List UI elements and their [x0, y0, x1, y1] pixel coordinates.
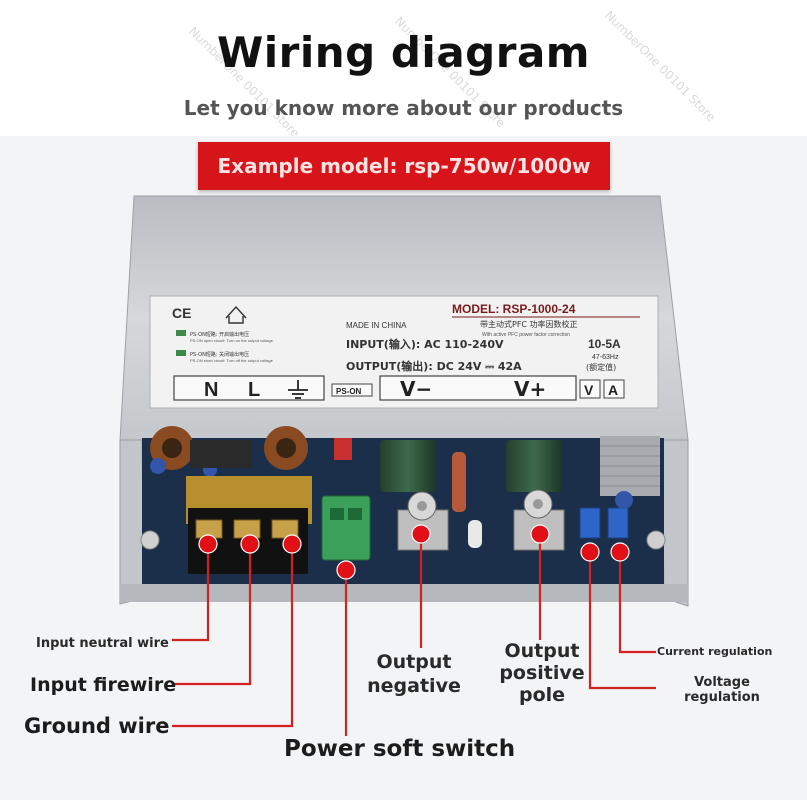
ground-symbol-icon — [288, 380, 308, 399]
chassis-bottom-lip — [120, 584, 688, 602]
current-potentiometer — [607, 507, 629, 539]
label-current-regulation: Current regulation — [657, 645, 773, 658]
voltage-potentiometer — [579, 507, 601, 539]
sticker-output-note: (额定值) — [586, 362, 616, 372]
page-title: Wiring diagram — [216, 28, 591, 77]
pson-connector — [321, 495, 371, 561]
sticker-pson2-en: PS-ON short circuit: Turn off the output… — [190, 358, 274, 363]
label-voltage-regulation: Voltage regulation — [684, 675, 760, 705]
terminal-label-vneg: V− — [400, 377, 432, 401]
toroid-coils — [150, 426, 308, 470]
terminal-label-vpos: V+ — [514, 377, 546, 401]
label-input-neutral: Input neutral wire — [36, 636, 169, 651]
terminal-label-box-output — [379, 375, 577, 401]
label-ground-wire: Ground wire — [24, 714, 170, 738]
pson-indicator-1 — [176, 330, 186, 336]
page-subtitle: Let you know more about our products — [183, 96, 624, 120]
sticker-input-current: 10-5A — [588, 337, 621, 351]
terminal-label-v: V — [584, 382, 594, 398]
sticker-pfc-en: With active PFC power factor correction — [482, 332, 570, 338]
chassis-screw — [140, 530, 160, 550]
sticker-pson2: PS-ON短路: 关闭输出电压 — [190, 351, 249, 358]
resistor — [452, 452, 466, 512]
chassis-screw — [646, 530, 666, 550]
terminal-label-a: A — [608, 382, 618, 398]
electrolytic-capacitor — [380, 440, 436, 492]
sticker-pfc-cn: 带主动式PFC 功率因数校正 — [480, 319, 578, 329]
sticker-input: INPUT(输入): AC 110-240V — [346, 337, 504, 351]
terminal-label-l: L — [248, 379, 260, 401]
ce-mark: CE — [172, 305, 191, 321]
electrolytic-capacitor — [506, 440, 562, 492]
chassis-left-wall — [119, 439, 145, 605]
label-output-positive: Output positive pole — [499, 640, 585, 706]
label-output-negative: Output negative — [367, 651, 461, 697]
connection-markers — [198, 524, 630, 580]
sticker-output: OUTPUT(输出): DC 24V ⎓ 42A — [346, 359, 522, 373]
example-model-banner: Example model: rsp-750w/1000w — [198, 142, 610, 190]
sticker-pson1-en: PS-ON open circuit: Turn on the output v… — [190, 338, 274, 343]
sticker-made-in: MADE IN CHINA — [346, 321, 407, 330]
chassis-right-wall — [661, 439, 689, 607]
blue-capacitor — [150, 458, 166, 474]
white-component — [468, 520, 482, 548]
home-icon — [225, 305, 247, 324]
label-input-firewire: Input firewire — [30, 674, 177, 696]
terminal-label-n: N — [204, 379, 218, 401]
sticker-input-freq: 47-63Hz — [592, 354, 619, 361]
label-power-soft-switch: Power soft switch — [284, 736, 516, 762]
blue-capacitor — [615, 491, 633, 509]
pson-indicator-2 — [176, 350, 186, 356]
terminal-label-box-pson — [331, 383, 373, 397]
sticker-pson1: PS-ON短路: 开启输出电压 — [190, 331, 249, 338]
sticker-model: MODEL: RSP-1000-24 — [452, 302, 576, 316]
heatsink — [190, 440, 252, 468]
leader-lines — [172, 536, 656, 736]
red-switch — [334, 438, 352, 460]
terminal-label-box-input — [173, 375, 325, 401]
terminal-label-pson: PS-ON — [336, 387, 362, 396]
